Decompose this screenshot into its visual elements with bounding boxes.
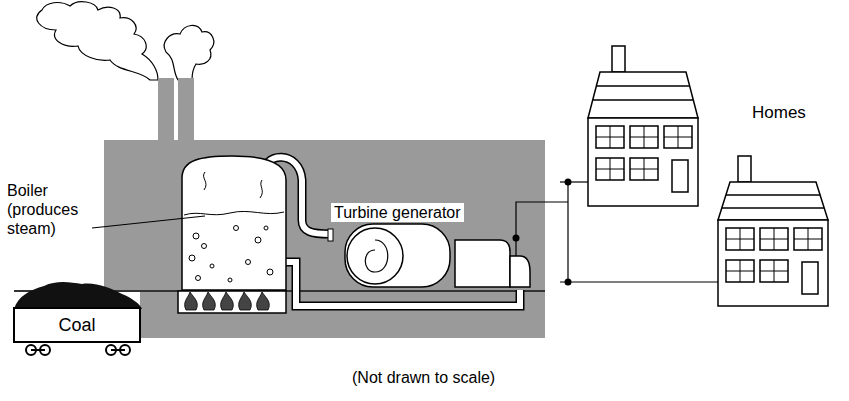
bubble [255, 237, 261, 243]
junction [565, 279, 572, 286]
plant-wall [104, 140, 545, 292]
smoke [37, 2, 214, 80]
house-roof [718, 182, 828, 220]
wire [567, 182, 568, 282]
generator-end [510, 256, 530, 287]
window-bars [726, 228, 822, 282]
node-text: Coal [58, 315, 95, 336]
bubbles [189, 226, 273, 283]
cart-wheels [26, 345, 130, 355]
plant-building [104, 78, 545, 338]
turbine-swirl [365, 240, 388, 272]
door [672, 160, 688, 192]
coal-pile [14, 282, 142, 309]
junction [513, 235, 520, 242]
house [718, 156, 828, 306]
flames [185, 292, 270, 310]
axle [111, 349, 125, 351]
boiler-label: Boiler (produces steam) [7, 181, 103, 238]
valve [328, 229, 333, 241]
water-level [184, 211, 284, 215]
bubble [234, 226, 239, 231]
roof-line [726, 194, 820, 196]
leader-line [92, 216, 205, 228]
wire [560, 281, 718, 282]
door [802, 262, 818, 294]
house-chimney [738, 156, 751, 182]
roof-line [593, 99, 693, 101]
house-wall [718, 220, 828, 306]
axle [31, 349, 45, 351]
steam-wisps [204, 172, 263, 198]
window-bar [596, 126, 692, 180]
house [588, 46, 698, 206]
coal-cart: Coal [13, 307, 141, 343]
wisp [260, 180, 262, 198]
wire-junctions [513, 179, 572, 286]
house-wall [588, 118, 698, 206]
window-bar [726, 228, 822, 282]
bubble [189, 255, 195, 261]
flame [185, 292, 198, 310]
bubble [196, 276, 201, 281]
generator [455, 240, 510, 287]
chimney [178, 78, 194, 142]
turbine [345, 224, 450, 287]
smoke-cloud [164, 25, 214, 80]
boiler [182, 156, 286, 290]
flame [239, 292, 252, 310]
junction [565, 179, 572, 186]
wire [516, 202, 568, 256]
turbine-label: Turbine generator [331, 203, 464, 222]
bubble [267, 269, 273, 275]
flame [203, 292, 216, 310]
smoke-cloud [37, 2, 158, 80]
wire [560, 181, 588, 182]
bubble [246, 260, 251, 265]
firebox [178, 291, 286, 313]
homes-label: Homes [752, 103, 806, 122]
bubble [193, 233, 199, 239]
flame [257, 292, 270, 310]
pipes [262, 157, 520, 306]
house-roof [588, 72, 698, 118]
window-bars [596, 126, 692, 180]
roof-line [596, 85, 690, 87]
bubble [202, 244, 207, 249]
turbine-wheel [347, 228, 403, 284]
bubble [264, 226, 268, 230]
roof-line [722, 207, 824, 209]
caption: (Not drawn to scale) [352, 368, 495, 387]
wisp [204, 172, 206, 190]
bubble [210, 264, 214, 268]
plant-base [140, 290, 545, 338]
bubble [228, 278, 232, 282]
house-chimney [612, 46, 625, 72]
chimney [158, 78, 174, 142]
flame [221, 292, 234, 310]
